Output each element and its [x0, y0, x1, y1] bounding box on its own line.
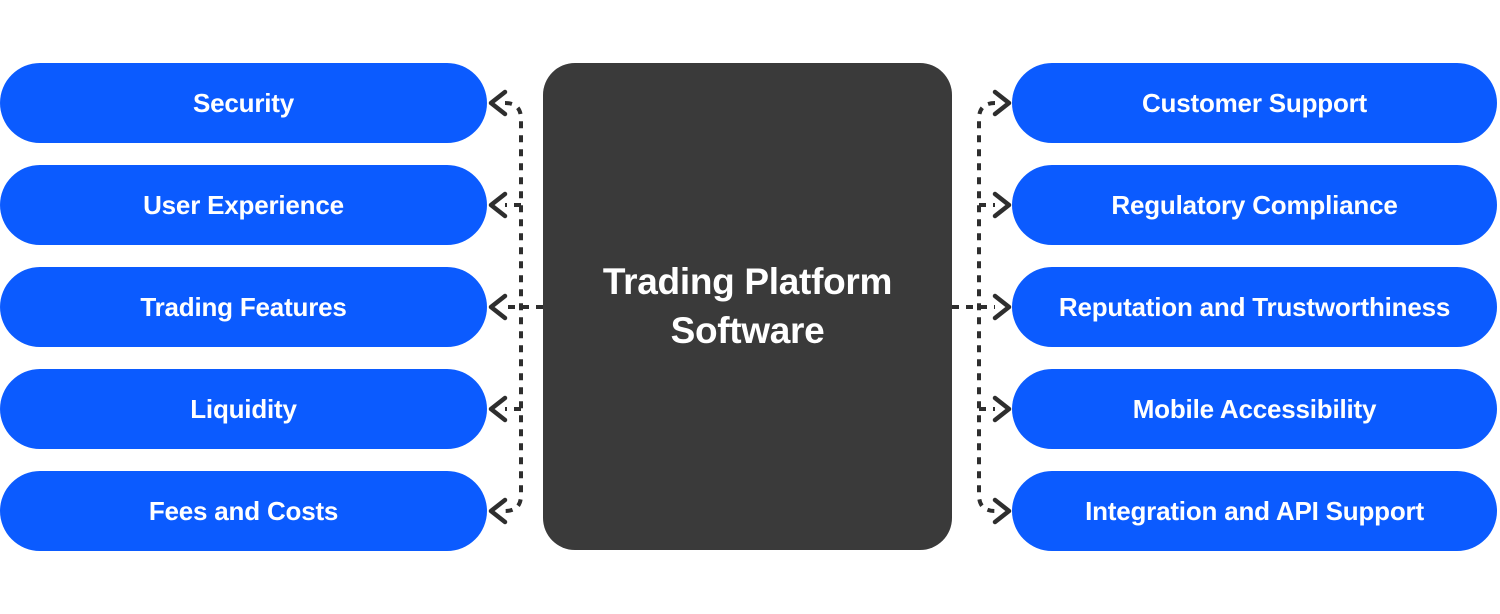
- arrow-right-icon: [992, 497, 1012, 525]
- node-user-experience: User Experience: [0, 165, 487, 245]
- node-integration-and-api-support: Integration and API Support: [1012, 471, 1497, 551]
- arrow-right-icon: [992, 89, 1012, 117]
- node-regulatory-compliance: Regulatory Compliance: [1012, 165, 1497, 245]
- arrow-right-icon: [992, 293, 1012, 321]
- node-mobile-accessibility: Mobile Accessibility: [1012, 369, 1497, 449]
- node-liquidity: Liquidity: [0, 369, 487, 449]
- right-connector: [952, 89, 1012, 525]
- node-customer-support: Customer Support: [1012, 63, 1497, 143]
- node-fees-and-costs: Fees and Costs: [0, 471, 487, 551]
- center-node-trading-platform-software: Trading Platform Software: [543, 63, 952, 550]
- node-security: Security: [0, 63, 487, 143]
- dashed-connector-line: [977, 101, 996, 513]
- arrow-left-icon: [488, 395, 508, 423]
- node-reputation-and-trustworthiness: Reputation and Trustworthiness: [1012, 267, 1497, 347]
- arrow-left-icon: [488, 497, 508, 525]
- dashed-connector-line: [504, 101, 523, 513]
- arrow-right-icon: [992, 191, 1012, 219]
- node-trading-features: Trading Features: [0, 267, 487, 347]
- arrow-left-icon: [488, 89, 508, 117]
- arrow-right-icon: [992, 395, 1012, 423]
- arrow-left-icon: [488, 191, 508, 219]
- arrow-left-icon: [488, 293, 508, 321]
- center-node-title: Trading Platform Software: [602, 260, 893, 351]
- left-connector: [488, 89, 543, 525]
